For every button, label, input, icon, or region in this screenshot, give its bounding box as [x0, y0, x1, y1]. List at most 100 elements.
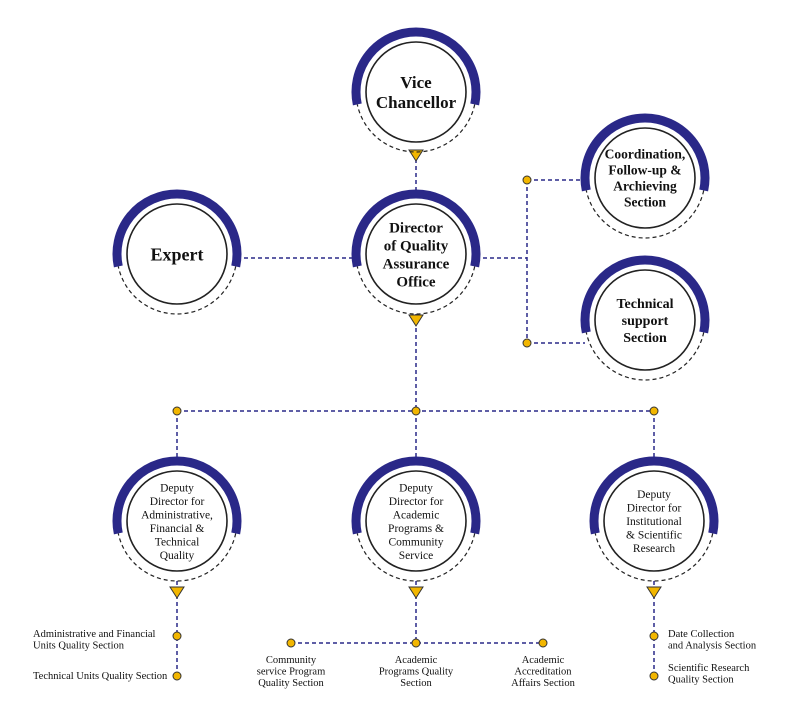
connector-dot-icon [538, 638, 548, 648]
node-label-line: Chancellor [376, 93, 457, 112]
leaf-label-line: service Program [257, 667, 326, 678]
node-expert-label: Expert [151, 244, 204, 264]
leaf-label-line: Quality Section [668, 675, 734, 686]
node-dashed-arc [356, 104, 476, 153]
node-dashed-arc [117, 266, 237, 315]
node-inner-ring [365, 203, 467, 305]
node-label-line: Institutional [626, 516, 682, 528]
node-label-line: Section [623, 331, 667, 346]
node-label-line: Director for [627, 503, 682, 515]
leaf-label-line: and Analysis Section [668, 641, 757, 652]
node-dashed-arc [585, 190, 705, 239]
connector-dot-icon [522, 175, 532, 185]
node-inner-ring [126, 470, 228, 572]
flow-arrow-icon [646, 586, 662, 599]
node-label-line: of Quality [384, 238, 449, 254]
node-label-line: Deputy [160, 482, 194, 494]
node-label-line: Office [396, 274, 435, 290]
node-label-line: Technical [155, 536, 200, 548]
node-label-line: Service [399, 550, 433, 562]
node-label-line: Deputy [399, 482, 433, 494]
connector-dot-icon [649, 406, 659, 416]
node-top-arc [112, 189, 242, 268]
node-label-line: Administrative, [141, 509, 213, 521]
node-top-arc [351, 456, 481, 535]
node-inner-ring [365, 470, 467, 572]
connector-dot-icon [286, 638, 296, 648]
leaf-label-line: Technical Units Quality Section [33, 671, 168, 682]
node-dashed-arc [356, 266, 476, 315]
node-label-line: Expert [151, 244, 204, 264]
node-dashed-arc [117, 533, 237, 582]
leaf-label-line: Community [266, 655, 317, 666]
leaf-label-line: Academic [522, 655, 565, 666]
node-label-line: Quality [160, 550, 195, 562]
node-label-line: Director for [389, 496, 444, 508]
flow-arrow-icon [169, 586, 185, 599]
node-dashed-arc [585, 332, 705, 381]
leaf-label-line: Scientific Research [668, 663, 750, 674]
leaf-label-line: Academic [395, 655, 438, 666]
node-label-line: Vice [400, 73, 432, 92]
leaf-label-line: Affairs Section [511, 678, 575, 689]
node-dashed-arc [356, 533, 476, 582]
flow-arrow-icon [408, 149, 424, 162]
node-label-line: support [622, 314, 669, 329]
connector-dot-icon [172, 631, 182, 641]
leaf-label-line: Units Quality Section [33, 641, 125, 652]
leaf-label-line: Accreditation [514, 667, 572, 678]
connector-dot-icon [411, 638, 421, 648]
node-label-line: Financial & [150, 523, 205, 535]
node-top-arc [589, 456, 719, 535]
node-label-line: Research [633, 543, 675, 555]
node-label-line: Assurance [383, 256, 450, 272]
node-label-line: Coordination, [605, 147, 686, 162]
node-label-line: Director for [150, 496, 205, 508]
flow-arrow-icon [408, 586, 424, 599]
node-label-line: Academic [393, 509, 440, 521]
leaf-label-line: Section [400, 678, 432, 689]
node-top-arc [580, 113, 710, 192]
connector-dot-icon [649, 631, 659, 641]
connector-dot-icon [411, 406, 421, 416]
node-inner-ring [365, 41, 467, 143]
node-label-line: Community [389, 536, 444, 548]
node-top-arc [351, 27, 481, 106]
leaf-label-line: Date Collection [668, 629, 735, 640]
node-label-line: Programs & [388, 523, 444, 535]
connector-dot-icon [649, 671, 659, 681]
leaf-technical-units-quality: Technical Units Quality Section [33, 671, 168, 682]
markers [169, 149, 662, 681]
node-top-arc [580, 255, 710, 334]
leaf-label-line: Quality Section [258, 678, 324, 689]
node-label-line: Director [389, 220, 443, 236]
node-inner-ring [594, 127, 696, 229]
node-label-line: Section [624, 195, 666, 210]
connector-dot-icon [522, 338, 532, 348]
node-label-line: & Scientific [626, 530, 682, 542]
flow-arrow-icon [408, 314, 424, 327]
node-inner-ring [603, 470, 705, 572]
node-label-line: Technical [616, 297, 673, 312]
node-expert: Expert [112, 189, 242, 315]
node-label-line: Archieving [613, 179, 677, 194]
